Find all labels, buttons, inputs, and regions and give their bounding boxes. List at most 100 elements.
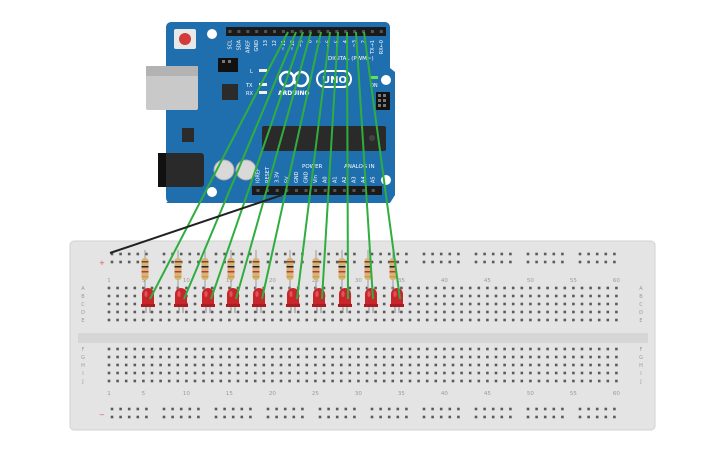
breadboard-hole: [133, 286, 137, 290]
column-number: 25: [312, 391, 319, 397]
header-pin: [314, 189, 318, 192]
breadboard-hole: [494, 318, 498, 322]
breadboard-hole: [339, 318, 343, 322]
wire-signal[interactable]: [355, 31, 374, 300]
usb-port: [146, 66, 198, 110]
leds[interactable]: [141, 288, 404, 313]
breadboard-hole: [408, 363, 412, 367]
wire-signal[interactable]: [261, 31, 322, 300]
breadboard-hole: [563, 318, 567, 322]
resistor[interactable]: [141, 250, 149, 290]
terminal-strip-top: [107, 286, 618, 322]
row-letter: J: [639, 379, 641, 385]
breadboard-hole: [391, 318, 395, 322]
breadboard-hole: [236, 310, 240, 314]
red-led[interactable]: [174, 288, 188, 313]
resistor[interactable]: [312, 250, 320, 290]
wires[interactable]: [109, 31, 401, 300]
red-led[interactable]: [141, 288, 155, 313]
wire-signal[interactable]: [149, 31, 289, 300]
wire-signal[interactable]: [183, 31, 297, 300]
pin-label: ~11: [281, 40, 287, 51]
wire-signal[interactable]: [321, 31, 339, 300]
resistors[interactable]: [141, 250, 397, 290]
breadboard-hole: [159, 318, 162, 322]
breadboard-hole: [245, 363, 248, 367]
breadboard-hole: [597, 302, 601, 306]
breadboard-hole: [116, 347, 119, 351]
resistor[interactable]: [201, 250, 209, 290]
rail-hole: [301, 407, 304, 411]
digital-label: DIGITAL (PWM~): [328, 56, 374, 62]
column-number: 10: [183, 391, 190, 397]
breadboard-hole: [451, 294, 455, 298]
rail-hole: [491, 407, 495, 411]
red-led[interactable]: [226, 288, 240, 313]
red-led[interactable]: [364, 288, 378, 313]
breadboard-hole: [348, 310, 352, 314]
breadboard-hole: [279, 318, 283, 322]
resistor[interactable]: [227, 250, 235, 290]
wire-signal[interactable]: [296, 31, 331, 300]
breadboard-hole: [382, 302, 386, 306]
resistor[interactable]: [286, 250, 294, 290]
resistor[interactable]: [252, 250, 260, 290]
pin-label: RESET: [265, 166, 271, 183]
breadboard-hole: [563, 379, 567, 383]
rail-hole: [491, 252, 495, 256]
resistor[interactable]: [174, 250, 182, 290]
wire-signal[interactable]: [346, 31, 349, 300]
breadboard-hole: [503, 371, 506, 375]
red-led[interactable]: [252, 288, 266, 313]
wire-signal[interactable]: [363, 31, 401, 300]
rail-hole: [595, 260, 599, 264]
pin-label: 5V: [284, 176, 290, 183]
wire-signal[interactable]: [210, 31, 304, 300]
rail-hole: [353, 407, 356, 411]
breadboard-hole: [417, 302, 420, 306]
breadboard-hole: [305, 347, 309, 351]
breadboard-hole: [245, 371, 248, 375]
breadboard-hole: [253, 318, 257, 322]
breadboard-hole: [331, 379, 334, 383]
rail-hole: [509, 407, 512, 411]
red-led[interactable]: [286, 288, 300, 313]
breadboard-hole: [554, 371, 558, 375]
column-number: 30: [355, 391, 362, 397]
breadboard-hole: [133, 318, 137, 322]
breadboard-hole: [124, 294, 128, 298]
rail-hole: [604, 252, 608, 256]
breadboard-hole: [228, 286, 231, 290]
rail-hole: [587, 407, 590, 411]
breadboard-hole: [228, 371, 231, 375]
wire-signal[interactable]: [235, 31, 312, 300]
breadboard-hole: [580, 355, 584, 359]
column-number: 30: [355, 278, 362, 284]
pin-label: 3.3V: [275, 171, 281, 183]
breadboard-hole: [124, 347, 128, 351]
rail-hole: [136, 260, 140, 264]
breadboard-hole: [572, 302, 575, 306]
breadboard-hole: [296, 363, 300, 367]
breadboard-hole: [245, 302, 248, 306]
header-pin: [326, 30, 330, 33]
breadboard-hole: [167, 310, 171, 314]
breadboard-hole: [468, 294, 472, 298]
header-pin: [246, 30, 250, 33]
rail-hole: [275, 260, 278, 264]
wire-ground[interactable]: [109, 194, 283, 254]
breadboard-hole: [339, 371, 343, 375]
rail-hole: [431, 260, 434, 264]
resistor[interactable]: [338, 250, 346, 290]
rail-hole: [439, 415, 443, 419]
breadboard-hole: [520, 347, 524, 351]
breadboard-hole: [400, 371, 403, 375]
breadboard-hole: [133, 294, 137, 298]
breadboard-hole: [159, 379, 162, 383]
breadboard-hole: [580, 379, 584, 383]
rail-hole: [249, 252, 252, 256]
breadboard-hole: [202, 379, 205, 383]
red-led[interactable]: [201, 288, 215, 313]
